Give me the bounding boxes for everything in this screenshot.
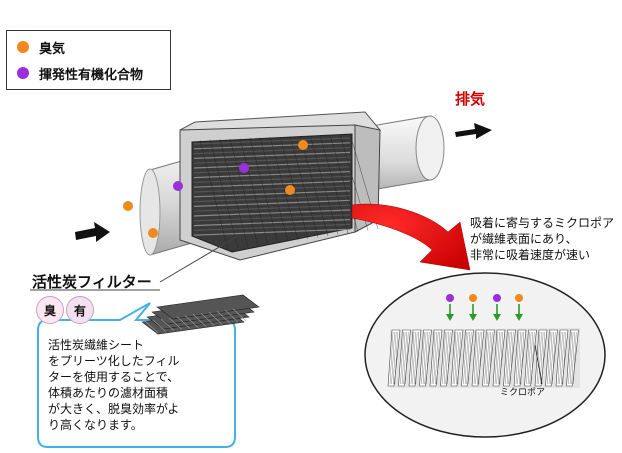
carbon-fiber-sheet xyxy=(141,294,260,335)
odor-dot xyxy=(298,140,308,150)
legend-label: 臭気 xyxy=(39,41,66,57)
odor-dot xyxy=(148,228,158,238)
exhaust-label: 排気 xyxy=(455,90,486,108)
voc-dot xyxy=(173,181,183,191)
legend-item-voc: 揮発性有機化合物 xyxy=(17,63,143,83)
legend-item-odor: 臭気 xyxy=(17,37,65,57)
inflow-arrow xyxy=(75,222,110,242)
odor-badge: 臭 xyxy=(36,296,64,324)
voc-dot xyxy=(239,163,249,173)
voc-badge: 有 xyxy=(66,296,94,324)
callout-text: 活性炭繊維シート をプリーツ化したフィル ターを使用することで、 体積あたりの濾… xyxy=(48,338,180,432)
legend-box: 臭気 揮発性有機化合物 xyxy=(6,30,171,90)
pleated-filter xyxy=(191,133,379,253)
legend-label: 揮発性有機化合物 xyxy=(39,67,144,83)
zoom-arrow xyxy=(351,203,471,271)
odor-color-swatch xyxy=(17,41,29,53)
micropore-molecules xyxy=(446,294,523,321)
voc-color-swatch xyxy=(17,67,29,79)
filter-pointer-line xyxy=(159,235,239,283)
filter-label: 活性炭フィルター xyxy=(32,273,152,291)
exhaust-arrow xyxy=(455,123,492,139)
micropore-label: ミクロポア xyxy=(500,388,546,398)
micropore-note: 吸着に寄与するミクロポア が繊維表面にあり、 非常に吸着速度が速い xyxy=(470,216,615,262)
odor-dot xyxy=(123,201,133,211)
odor-dot xyxy=(285,185,295,195)
fiber-texture xyxy=(387,328,580,388)
